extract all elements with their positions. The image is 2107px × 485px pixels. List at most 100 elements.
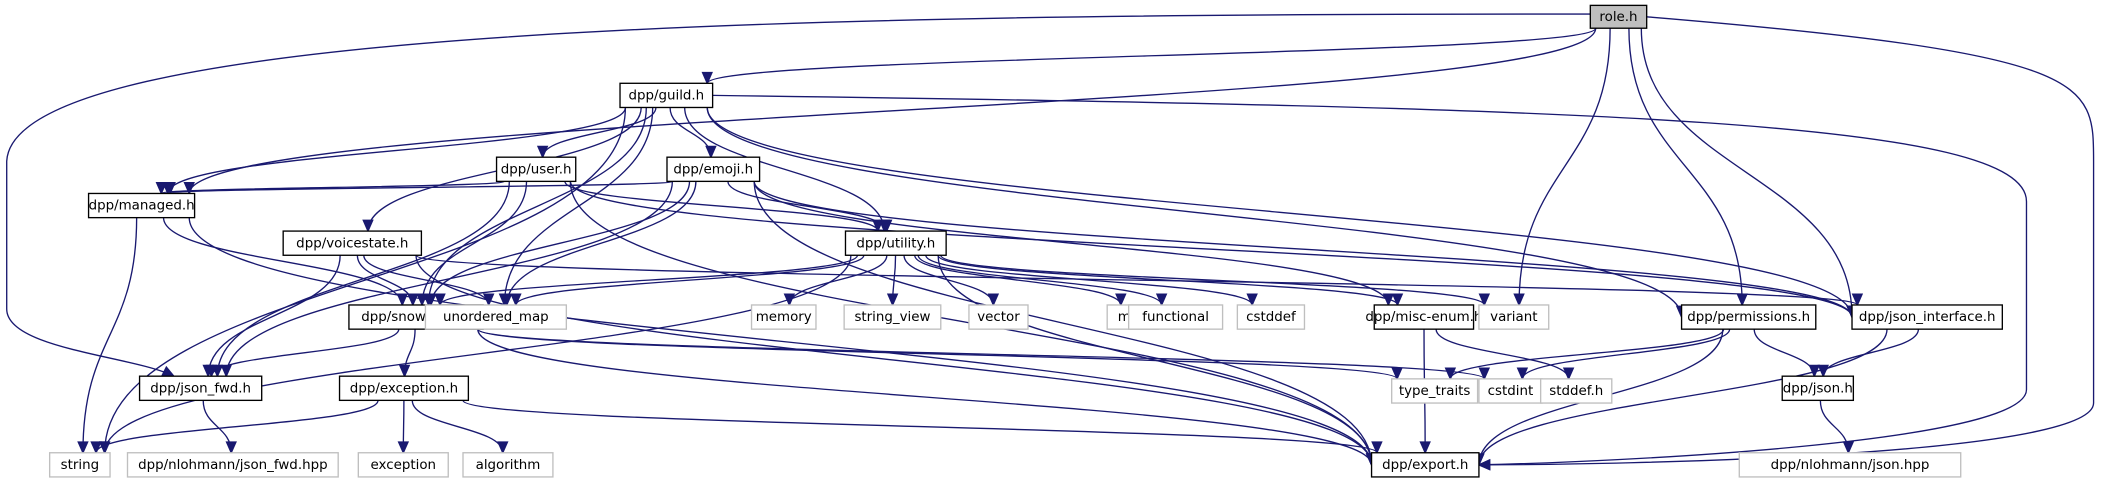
edge-line (917, 255, 1163, 306)
node-box (424, 304, 568, 330)
node-managed[interactable]: dpp/managed.h (87, 192, 196, 219)
edge-line (753, 181, 1390, 306)
edge-line (706, 107, 1853, 318)
edge-line (727, 181, 888, 232)
edge-line (439, 254, 859, 306)
edge-exception_h-to-algorithm (411, 400, 509, 455)
node-label: dpp/nlohmann/json_fwd.hpp (138, 458, 328, 473)
edge-line (188, 217, 1373, 465)
edges-layer (6, 13, 2095, 471)
node-label: dpp/guild.h (628, 89, 704, 104)
edge-line (1478, 16, 2095, 466)
arrowhead-icon (1478, 293, 1491, 307)
node-box (1478, 378, 1543, 404)
node-voicestate[interactable]: dpp/voicestate.h (282, 230, 423, 256)
edge-line (6, 13, 1591, 377)
node-label: algorithm (476, 458, 541, 473)
node-box (619, 82, 714, 109)
node-role[interactable]: role.h (1589, 4, 1648, 29)
edge-utility-to-unordered_map (510, 254, 865, 307)
edge-guild-to-user (536, 107, 657, 159)
edge-line (515, 254, 865, 306)
edge-line (506, 181, 697, 305)
edge-line (104, 107, 627, 453)
edge-line (1753, 329, 1816, 377)
edge-user-to-managed (155, 180, 506, 196)
node-export[interactable]: dpp/export.h (1370, 452, 1480, 478)
arrowhead-icon (1562, 367, 1575, 381)
node-box (666, 156, 761, 183)
edge-permissions-to-type_traits (1444, 328, 1725, 381)
node-label: cstdint (1488, 384, 1534, 399)
arrowhead-icon (1444, 367, 1457, 381)
edge-utility-to-string (98, 255, 852, 455)
edge-line (940, 254, 1485, 306)
arrowhead-icon (396, 293, 409, 307)
arrowhead-icon (1155, 293, 1168, 307)
node-guild[interactable]: dpp/guild.h (619, 82, 714, 109)
arrowhead-icon (497, 441, 509, 455)
edge-utility-to-variant (940, 254, 1491, 307)
node-json[interactable]: dpp/json.h (1781, 375, 1855, 402)
node-box (138, 375, 263, 402)
edge-line (462, 399, 1378, 454)
arrowhead-icon (1419, 441, 1431, 455)
arrowhead-icon (90, 441, 102, 455)
node-box (495, 156, 577, 183)
node-label: dpp/user.h (501, 162, 572, 177)
edge-line (167, 107, 627, 194)
node-misc-enum[interactable]: dpp/misc-enum.h (1365, 304, 1482, 330)
node-user[interactable]: dpp/user.h (495, 156, 577, 183)
arrowhead-icon (1477, 458, 1491, 471)
edge-voicestate-to-json_fwd (202, 255, 341, 378)
edge-misc_enum-to-stddef (1435, 328, 1575, 381)
edge-snowflake-to-exception_h (398, 329, 416, 378)
edge-json_fwd-to-nlohmann_json_fwd (202, 400, 237, 455)
edge-voicestate-to-json_interface (415, 254, 1864, 307)
edge-managed-to-snowflake (162, 217, 409, 307)
node-label: string_view (854, 310, 930, 325)
edge-line (684, 107, 886, 232)
edge-utility-to-cstddef (925, 254, 1258, 307)
node-emoji[interactable]: dpp/emoji.h (666, 156, 761, 183)
arrowhead-icon (362, 219, 374, 233)
node-label: string (61, 458, 99, 473)
node-utility[interactable]: dpp/utility.h (844, 230, 947, 256)
edge-utility-to-memory (783, 255, 888, 307)
node-box (968, 304, 1029, 330)
node-stddef: stddef.h (1539, 378, 1613, 404)
node-permissions[interactable]: dpp/permissions.h (1680, 304, 1817, 330)
edge-line (788, 255, 888, 306)
edge-permissions-to-cstdint (1516, 328, 1731, 381)
node-box (750, 304, 817, 330)
edge-role-to-variant (1513, 28, 1611, 307)
node-box (1539, 378, 1613, 404)
edge-line (160, 180, 506, 195)
edge-emoji-to-managed (164, 180, 674, 196)
edge-snowflake-to-cstdint (477, 328, 1491, 381)
arrowhead-icon (501, 293, 513, 307)
node-box (1127, 304, 1224, 330)
arrowhead-icon (987, 293, 1000, 307)
nodes-layer: role.h dpp/guild.h dpp/user.h dpp/emoji.h dp… (48, 4, 2003, 478)
edge-line (1819, 400, 1850, 453)
edge-utility-to-misc_enum (937, 254, 1404, 307)
node-label: role.h (1599, 10, 1637, 25)
node-exception-h[interactable]: dpp/exception.h (338, 375, 470, 402)
edge-line (753, 181, 1853, 318)
edge-line (541, 107, 657, 158)
edge-line (914, 255, 1122, 306)
node-label: dpp/emoji.h (673, 162, 753, 177)
node-box (87, 192, 196, 219)
edge-guild-to-export (712, 94, 2028, 471)
edge-line (1518, 28, 1611, 305)
edge-utility-to-map (914, 255, 1127, 307)
arrowhead-icon (1246, 293, 1258, 307)
edge-line (82, 217, 138, 453)
node-cstdint: cstdint (1478, 378, 1543, 404)
node-string-view: string_view (843, 304, 942, 330)
node-json-interface[interactable]: dpp/json_interface.h (1851, 304, 2003, 330)
node-json-fwd[interactable]: dpp/json_fwd.h (138, 375, 263, 402)
edge-line (225, 181, 674, 377)
node-cstddef: cstddef (1236, 304, 1306, 330)
